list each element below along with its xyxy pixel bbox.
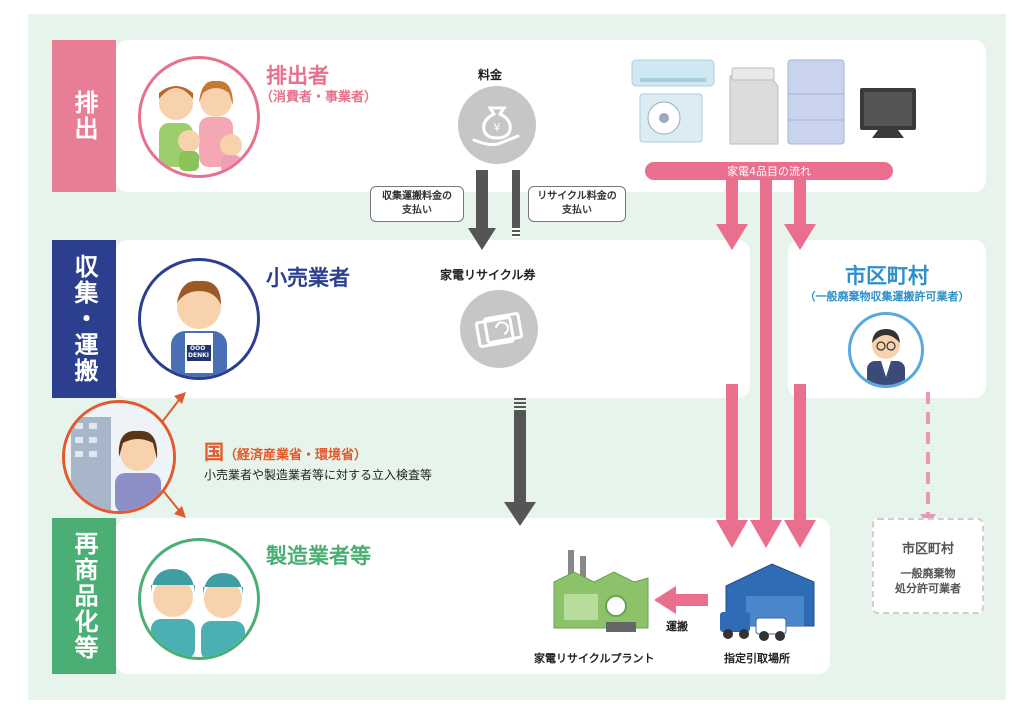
refrigerator-icon <box>787 59 845 145</box>
plant-label: 家電リサイクルプラント <box>534 652 655 665</box>
flow-arrow-down <box>504 398 536 526</box>
government-title: 国 <box>204 440 224 464</box>
row-label-discharge-text: 排出 <box>70 90 98 142</box>
municipality-subtitle: （一般廃棄物収集運搬許可業者） <box>804 290 970 303</box>
row-label-collection: 収集 ・ 運搬 <box>52 240 116 398</box>
collection-site-label: 指定引取場所 <box>724 652 790 665</box>
official-illustration <box>867 329 905 385</box>
manufacturer-avatar <box>138 538 260 660</box>
transport-label: 運搬 <box>666 620 688 633</box>
payment-arrow <box>468 170 520 250</box>
discharger-subtitle: （消費者・事業者） <box>260 90 378 105</box>
row-label-recommercialization-text: 再商品化等 <box>70 531 98 661</box>
appliance-flow-label: 家電4品目の流れ <box>727 165 811 178</box>
svg-text:¥: ¥ <box>494 121 501 134</box>
municipal-disposal-title: 市区町村 <box>901 542 954 557</box>
workers-illustration <box>151 569 245 657</box>
washing-machine-icon <box>729 67 779 145</box>
government-avatar <box>62 400 176 514</box>
row-label-collection-bottom: 運搬 <box>70 332 98 384</box>
fee-label: 料金 <box>478 68 503 82</box>
government-title-paren: （経済産業省・環境省） <box>224 448 368 463</box>
row-label-recommercialization: 再商品化等 <box>52 518 116 674</box>
transport-arrow <box>654 586 708 614</box>
appliance-flow-bar <box>645 162 893 180</box>
air-conditioner-icon <box>631 59 715 143</box>
row-label-collection-top: 収集 <box>70 254 98 306</box>
row-label-collection-dot: ・ <box>70 306 98 332</box>
municipal-disposal-box <box>872 518 984 614</box>
government-description: 小売業者や製造業者等に対する立入検査等 <box>204 468 433 482</box>
recycle-payment-label: リサイクル料金の 支払い <box>528 186 626 222</box>
warehouse-icon <box>720 563 815 641</box>
discharger-title: 排出者 <box>266 64 329 88</box>
fee-icon: ¥ <box>458 86 536 164</box>
retailer-badge-line1: OOO <box>190 345 206 352</box>
collection-payment-line2: 支払い <box>402 205 432 216</box>
municipal-disposal-line2: 処分許可業者 <box>895 582 961 595</box>
discharger-avatar <box>138 56 260 178</box>
recycling-plant-icon <box>553 550 649 632</box>
recycle-payment-line2: 支払い <box>562 205 592 216</box>
collection-payment-line1: 収集運搬料金の <box>382 191 452 202</box>
disposal-dashed-arrow <box>920 392 936 526</box>
municipality-title: 市区町村 <box>845 264 929 288</box>
recycle-ticket-icon <box>460 290 538 368</box>
recycle-ticket-label: 家電リサイクル券 <box>440 268 536 282</box>
family-illustration <box>159 80 242 173</box>
recycle-payment-line1: リサイクル料金の <box>537 191 617 202</box>
government-building-illustration <box>65 403 173 511</box>
ticket-icon <box>474 312 524 348</box>
money-bag-icon: ¥ <box>472 106 520 146</box>
municipality-avatar <box>848 312 924 388</box>
retailer-badge-line2: DENKI <box>188 352 209 359</box>
collection-payment-label: 収集運搬料金の 支払い <box>370 186 464 222</box>
retailer-avatar: OOO DENKI <box>138 258 260 380</box>
retailer-title: 小売業者 <box>266 266 350 290</box>
manufacturer-title: 製造業者等 <box>266 544 371 568</box>
television-icon <box>860 88 916 138</box>
appliance-flow-arrows <box>716 180 816 548</box>
appliances-illustration <box>631 59 916 145</box>
government-heading: 国（経済産業省・環境省） <box>204 436 367 465</box>
row-label-discharge: 排出 <box>52 40 116 192</box>
retailer-illustration <box>171 280 227 377</box>
municipal-disposal-line1: 一般廃棄物 <box>900 567 956 580</box>
